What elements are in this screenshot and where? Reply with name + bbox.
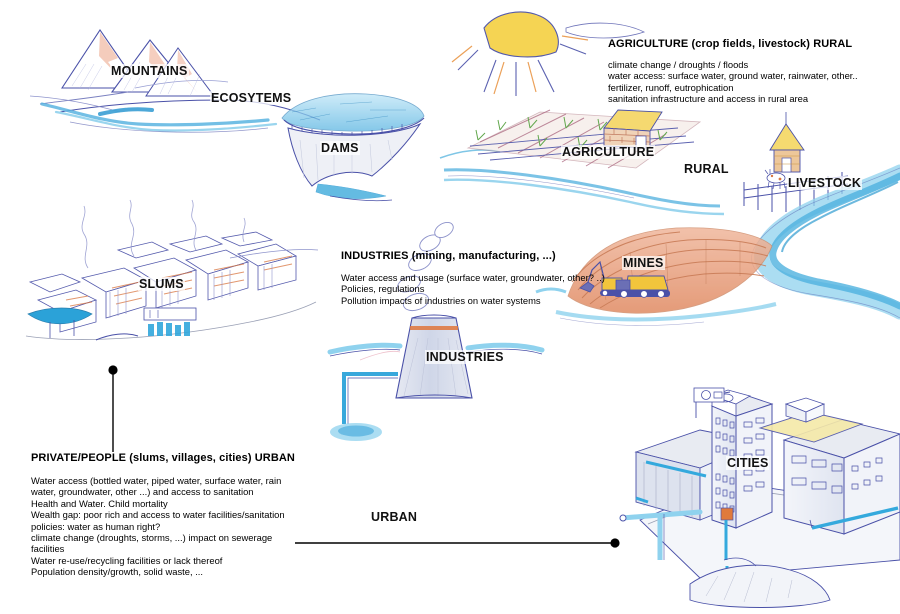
industries-line: Policies, regulations (341, 283, 425, 295)
text-block-private-people: PRIVATE/PEOPLE (slums, villages, cities)… (31, 452, 311, 578)
hut-icon (769, 112, 805, 173)
label-dams: DAMS (320, 141, 360, 155)
label-ecosystems: ECOSYTEMS (210, 91, 293, 105)
label-rural: RURAL (683, 162, 730, 176)
text-block-agriculture: AGRICULTURE (crop fields, livestock) RUR… (608, 38, 898, 105)
private-line: Water access (bottled water, piped water… (31, 475, 282, 486)
private-line: Population density/growth, solid waste, … (31, 566, 203, 578)
private-heading: PRIVATE/PEOPLE (slums, villages, cities)… (31, 452, 295, 464)
label-mountains: MOUNTAINS (110, 64, 189, 78)
farm-field-icon (443, 109, 725, 216)
private-line: water, groundwater, other ...) and acces… (31, 486, 254, 498)
industries-line: Pollution impacts of industries on water… (341, 294, 541, 306)
connector-lines (108, 365, 620, 548)
cow-icon (764, 169, 786, 190)
sun-icon (451, 11, 646, 96)
agriculture-heading: AGRICULTURE (crop fields, livestock) RUR… (608, 38, 853, 50)
river-icon (751, 164, 900, 320)
private-line: Health and Water. Child mortality (31, 497, 168, 509)
private-line: policies: water as human right? (31, 520, 161, 532)
agriculture-line: water access: surface water, ground wate… (608, 70, 858, 82)
industries-line: Water access and usage (surface water, g… (341, 272, 605, 283)
label-mines: MINES (622, 256, 665, 270)
slum-houses-icon (25, 199, 319, 341)
pipe-icon (619, 509, 703, 560)
private-line: Wealth gap: poor rich and access to wate… (31, 509, 285, 521)
river-icon (40, 102, 278, 133)
label-slums: SLUMS (138, 277, 185, 291)
label-livestock: LIVESTOCK (787, 176, 863, 190)
private-line: facilities (31, 543, 65, 555)
label-urban: URBAN (370, 510, 419, 524)
agriculture-line: fertilizer, runoff, eutrophication (608, 81, 734, 93)
private-line: climate change (droughts, storms, ...) i… (31, 532, 273, 544)
label-agriculture: AGRICULTURE (561, 145, 656, 159)
label-industries: INDUSTRIES (425, 350, 505, 364)
dam-icon (281, 93, 501, 202)
dump-truck-icon (614, 275, 670, 298)
private-line: Water re-use/recycling facilities or lac… (31, 554, 223, 566)
agriculture-line: sanitation infrastructure and access in … (608, 93, 809, 105)
mine-pit-icon (535, 227, 777, 326)
city-buildings-icon (634, 387, 900, 608)
industries-heading: INDUSTRIES (mining, manufacturing, ...) (341, 250, 556, 262)
agriculture-line: climate change / droughts / floods (608, 59, 749, 70)
text-block-industries: INDUSTRIES (mining, manufacturing, ...) … (341, 250, 651, 306)
label-cities: CITIES (726, 456, 770, 470)
